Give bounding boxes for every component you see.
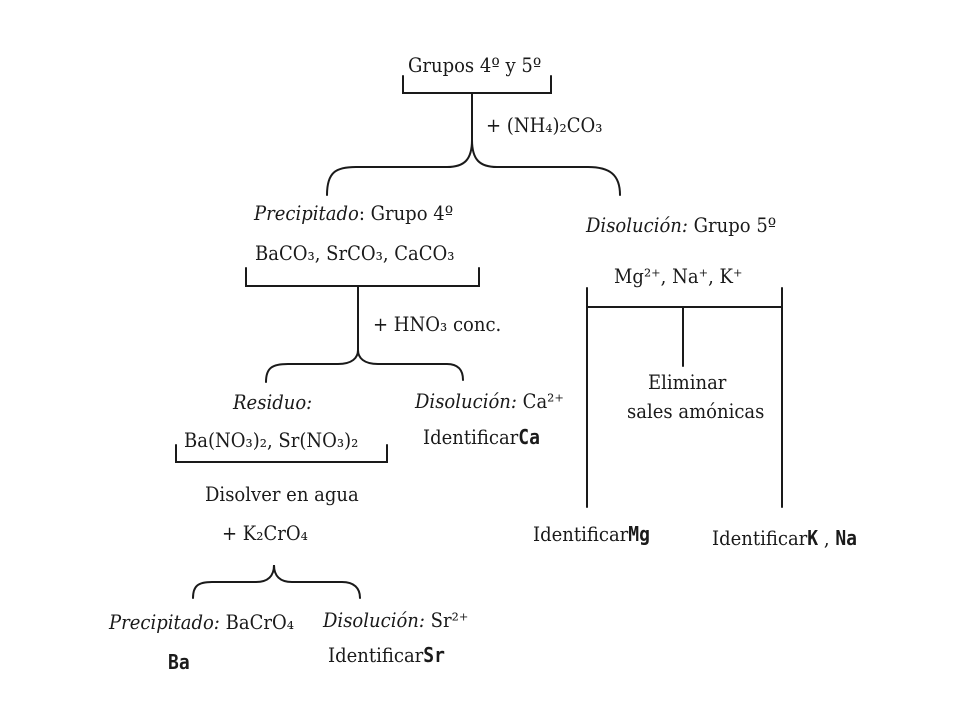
precip-g4-formula: BaCO₃, SrCO₃, CaCO₃: [255, 241, 455, 265]
element-ba: Ba: [168, 650, 190, 674]
precip-g4-title-rest: : Grupo 4º: [358, 201, 454, 225]
brace-2: [265, 349, 464, 383]
precip-ba-title-italic: Precipitado:: [109, 610, 220, 634]
root-bracket: [402, 75, 552, 94]
precip-g4-title-italic: Precipitado: [254, 201, 359, 225]
eliminar-line1: Eliminar: [648, 370, 727, 394]
eliminar-line2: sales amónicas: [627, 399, 765, 423]
identify-ca: IdentificarCa: [423, 427, 540, 447]
disol-g5-title-italic: Disolución:: [586, 213, 688, 237]
precip-ba-formula: BaCrO₄: [225, 610, 294, 634]
element-ca: Ca: [518, 425, 540, 449]
element-na: Na: [835, 526, 857, 550]
reagent-nitric-acid: + HNO₃ conc.: [373, 312, 502, 336]
disol-ca-title: Disolución: Ca²⁺: [415, 391, 564, 411]
precip-ba-title: Precipitado: BaCrO₄: [109, 612, 294, 632]
brace-3: [192, 564, 361, 599]
identify-ca-text: Identificar: [423, 425, 519, 449]
g4-bracket: [245, 267, 480, 287]
disolver-line1: Disolver en agua: [205, 482, 359, 506]
residuo-bracket: [175, 444, 388, 463]
disol-sr-title: Disolución: Sr²⁺: [323, 610, 468, 630]
disol-sr-ion: Sr²⁺: [430, 608, 469, 632]
disol-sr-title-italic: Disolución:: [323, 608, 425, 632]
element-sr: Sr: [423, 643, 445, 667]
root-label: Grupos 4º y 5º: [408, 53, 542, 77]
brace-1: [326, 139, 621, 196]
identify-sr-text: Identificar: [328, 643, 424, 667]
element-k: K: [807, 526, 819, 550]
disol-g5-title: Disolución: Grupo 5º: [586, 215, 776, 235]
disol-g5-title-rest: Grupo 5º: [687, 213, 777, 237]
residuo-formula: Ba(NO₃)₂, Sr(NO₃)₂: [184, 428, 359, 452]
element-mg: Mg: [628, 522, 650, 546]
disol-g5-ions: Mg²⁺, Na⁺, K⁺: [614, 264, 743, 288]
identify-mg: IdentificarMg: [533, 524, 650, 544]
disol-ca-title-italic: Disolución:: [415, 389, 517, 413]
residuo-title: Residuo:: [233, 390, 313, 414]
reagent-ammonium-carbonate: + (NH₄)₂CO₃: [486, 113, 603, 137]
g5-bracket: [586, 287, 783, 308]
identify-sr: IdentificarSr: [328, 645, 445, 665]
precip-g4-title: Precipitado: Grupo 4º: [254, 203, 453, 223]
disol-ca-ion: Ca²⁺: [522, 389, 564, 413]
identify-kna-text: Identificar: [712, 526, 808, 550]
identify-mg-text: Identificar: [533, 522, 629, 546]
reagent-potassium-chromate: + K₂CrO₄: [222, 521, 308, 545]
separator: ,: [823, 526, 830, 550]
identify-k-na: IdentificarK , Na: [712, 528, 857, 548]
